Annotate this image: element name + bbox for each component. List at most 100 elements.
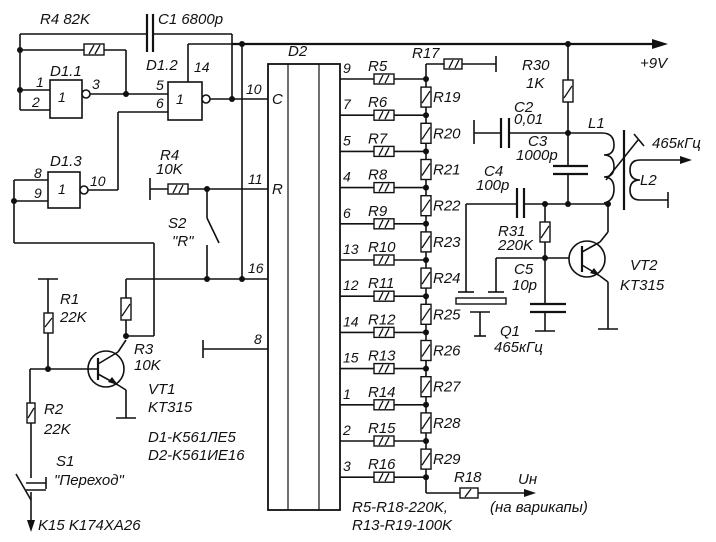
ladder-resistor xyxy=(373,254,395,266)
d1-1-label: D1.1 xyxy=(50,63,82,80)
r4-mid-value: 10K xyxy=(156,161,184,178)
l1-ref: L1 xyxy=(588,115,605,132)
ladder-resistor-label: R12 xyxy=(368,311,396,328)
resistor-hatch xyxy=(378,436,384,446)
resistor-hatch xyxy=(384,291,390,301)
resistor-hatch xyxy=(421,126,431,140)
ladder-resistor-label: R13 xyxy=(368,348,396,365)
resistor-hatch xyxy=(378,255,384,265)
gate-d1-2: D1.2 1 5 6 14 xyxy=(117,43,268,190)
ladder-resistor xyxy=(373,435,395,447)
r30-resistor xyxy=(562,44,574,136)
resistor-hatch xyxy=(384,183,390,192)
resistor-hatch xyxy=(421,90,431,104)
ladder-pin-label: 2 xyxy=(342,422,351,438)
ladder-pin-label: 6 xyxy=(343,205,351,221)
supply-label: +9V xyxy=(640,55,669,72)
resistor-hatch xyxy=(384,436,390,446)
resistor-hatch xyxy=(384,472,390,482)
q1-value: 465кГц xyxy=(494,339,543,356)
series-resistor-label: R23 xyxy=(433,234,461,251)
series-resistor-label: R24 xyxy=(433,270,461,287)
resistor-hatch xyxy=(384,110,390,120)
ladder-pin-label: 9 xyxy=(343,60,351,76)
series-resistor-label: R27 xyxy=(433,379,461,396)
c1-label: C1 6800p xyxy=(158,11,223,28)
q1-ref: Q1 xyxy=(500,323,520,340)
r30-value: 1K xyxy=(526,75,545,92)
resistor-hatch xyxy=(378,183,384,192)
ladder-resistor-label: R11 xyxy=(368,275,394,292)
l1-l2-transformer xyxy=(601,130,692,210)
ladder-resistor-label: R10 xyxy=(368,239,396,256)
un-note: (на варикапы) xyxy=(490,499,588,516)
d2-pin-r: R xyxy=(272,181,283,198)
resistor-hatch xyxy=(384,147,390,156)
resistor-hatch xyxy=(421,416,431,430)
d1-3-pin-8: 8 xyxy=(34,165,42,181)
series-resistor-label: R28 xyxy=(433,415,461,432)
d1-2-pin-5: 5 xyxy=(156,77,164,93)
ladder-resistor xyxy=(373,399,395,411)
resistor-hatch xyxy=(378,219,384,229)
s1-value: "Переход" xyxy=(54,472,125,489)
r17-ref: R17 xyxy=(412,45,440,62)
resistor-hatch xyxy=(421,344,431,357)
resistor-hatch xyxy=(421,307,431,321)
r31-resistor xyxy=(495,204,570,292)
s2-ref: S2 xyxy=(168,215,187,232)
c4-ref: C4 xyxy=(484,163,503,180)
s2-value: "R" xyxy=(172,233,194,250)
c5-capacitor xyxy=(530,288,566,332)
r4-82k-resistor xyxy=(17,34,127,110)
res-note-1: R5-R18-220K, xyxy=(352,499,448,516)
r4-top-label: R4 82K xyxy=(40,11,91,28)
ladder-resistor xyxy=(373,290,395,302)
ladder-pin-label: 15 xyxy=(343,350,359,366)
c3-capacitor xyxy=(553,133,588,204)
d1-1-pin-2: 2 xyxy=(31,94,40,110)
s1-switch xyxy=(15,473,47,532)
r18-ref: R18 xyxy=(454,469,482,486)
ladder-resistor xyxy=(373,326,395,339)
r3-ref: R3 xyxy=(134,341,154,358)
r4-mid-ref: R4 xyxy=(160,147,179,164)
ladder-resistor-label: R9 xyxy=(368,203,388,220)
vt1-value: KT315 xyxy=(148,399,193,416)
r2-ref: R2 xyxy=(44,401,64,418)
c4-value: 100p xyxy=(476,177,509,194)
resistor-hatch xyxy=(378,110,384,120)
vt2-value: KT315 xyxy=(620,277,665,294)
ladder-resistor xyxy=(373,471,395,483)
ic-note-d2: D2-K561ИЕ16 xyxy=(148,447,245,464)
series-resistor-label: R26 xyxy=(433,343,461,360)
vt1-transistor xyxy=(30,339,136,419)
c1-capacitor xyxy=(20,14,233,98)
ic-d2: D2 C R 10 11 16 8 xyxy=(246,43,341,511)
s1-ref: S1 xyxy=(56,453,74,470)
d1-2-symbol: 1 xyxy=(176,91,184,107)
resistor-hatch xyxy=(421,199,431,213)
ladder-pin-label: 13 xyxy=(343,241,359,257)
s2-switch xyxy=(204,189,220,282)
l2-ref: L2 xyxy=(640,172,657,189)
r2-value: 22K xyxy=(43,421,72,438)
d1-3-symbol: 1 xyxy=(58,181,66,197)
c5-value: 10p xyxy=(512,277,537,294)
d1-3-pin-9: 9 xyxy=(34,185,42,201)
c3-ref: C3 xyxy=(528,133,548,150)
ladder-resistor xyxy=(373,181,395,194)
d1-2-pin-14: 14 xyxy=(194,59,210,75)
c3-value: 1000p xyxy=(516,147,558,164)
d1-3-label: D1.3 xyxy=(50,153,82,170)
r31-value: 220K xyxy=(497,237,534,254)
d2-in-pin-11: 11 xyxy=(248,171,263,187)
d2-in-pin-10: 10 xyxy=(246,81,262,97)
q1-crystal xyxy=(455,291,507,337)
ladder-resistor xyxy=(373,145,395,158)
r3-value: 10K xyxy=(134,357,162,374)
ladder-resistor-label: R6 xyxy=(368,94,388,111)
series-resistor-label: R21 xyxy=(433,162,461,179)
r31-ref: R31 xyxy=(498,223,526,240)
d1-1-pin-3: 3 xyxy=(92,76,100,92)
